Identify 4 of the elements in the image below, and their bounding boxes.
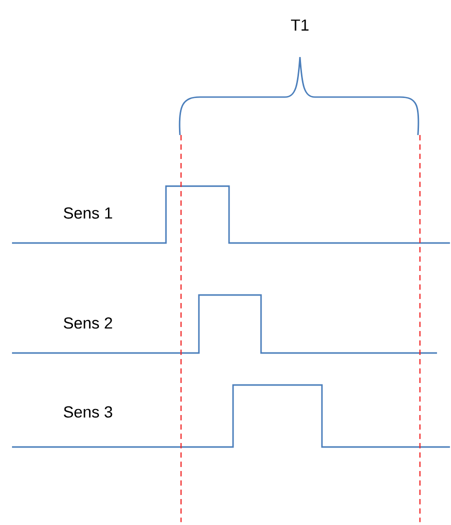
signal-label: Sens 3 [64, 406, 112, 418]
period-label: T1 [291, 20, 309, 31]
signal-label: Sens 2 [64, 317, 112, 329]
signal-label: Sens 1 [64, 207, 112, 219]
